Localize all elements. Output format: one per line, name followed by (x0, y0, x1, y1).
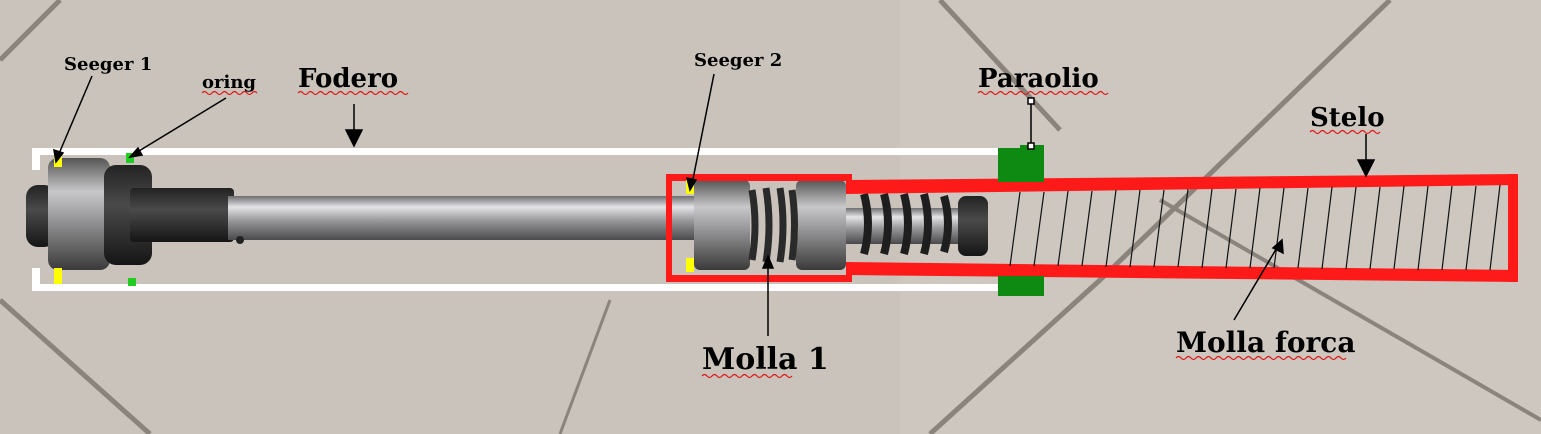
seeger-1-bottom (54, 268, 62, 284)
piston-block (796, 180, 846, 270)
label-molla-1: Molla 1 (702, 342, 829, 377)
spellcheck-underline (1309, 129, 1381, 135)
seeger-1-leader (57, 75, 93, 157)
label-fodero: Fodero (298, 64, 398, 94)
spellcheck-underline (1175, 355, 1347, 361)
oring-bottom (128, 278, 136, 286)
grout-line (1098, 0, 1392, 282)
oring-leader (133, 97, 227, 155)
rod-pin (236, 236, 244, 244)
seeger-2-bottom (686, 258, 694, 272)
leader-lines (53, 73, 1376, 336)
label-seeger-2: Seeger 2 (694, 50, 782, 71)
spring-1 (748, 187, 798, 263)
grout-line (938, 0, 1062, 132)
cartridge-assembly (26, 158, 988, 270)
top-puck (48, 158, 110, 270)
stelo-bottom-narrow (666, 275, 852, 282)
molla-forca-leader (1233, 245, 1279, 321)
label-oring: oring (202, 72, 256, 93)
label-seeger-1: Seeger 1 (64, 54, 152, 75)
label-paraolio: Paraolio (978, 64, 1099, 94)
spellcheck-underline (297, 90, 409, 96)
grout-line (558, 299, 612, 434)
seeger-2-arrowhead (685, 177, 698, 192)
damper-rod (228, 196, 698, 240)
grout-line (1158, 198, 1541, 422)
spellcheck-underline (201, 90, 258, 96)
stelo-top-narrow (666, 174, 852, 181)
molla-1-arrowhead (761, 254, 775, 269)
paraolio-leader-cap (1027, 97, 1035, 105)
grout-line (0, 298, 152, 434)
stelo-end-wall (666, 174, 672, 282)
paraolio-bottom (998, 276, 1044, 296)
fodero-bottom-wall (32, 284, 1020, 291)
fodero-outline (32, 148, 1020, 291)
piston-block (694, 180, 750, 270)
spellcheck-underline (977, 90, 1109, 96)
spring-2 (860, 192, 952, 256)
seeger-1-arrowhead (53, 148, 65, 164)
oring-arrowhead (128, 146, 144, 159)
molla-forca-arrowhead (1271, 238, 1284, 255)
grout-line (928, 278, 1102, 434)
fodero-end-top (32, 148, 40, 170)
oring-top (126, 153, 134, 163)
fodero-end-bottom (32, 268, 40, 291)
paraolio-seal (998, 145, 1044, 296)
fodero-top-wall (32, 148, 1020, 155)
shaft-collar (130, 188, 234, 242)
molla-forca-hatch (1009, 184, 1501, 271)
grout-line (0, 0, 62, 62)
paraolio-top (998, 148, 1044, 182)
stelo-right-end (1508, 174, 1518, 282)
fodero-arrowhead (344, 129, 364, 148)
stelo-bottom-wall (846, 262, 1518, 282)
spellcheck-underline (701, 373, 793, 379)
paraolio-leader-end (1027, 142, 1035, 150)
label-molla-forca: Molla forca (1176, 326, 1356, 359)
cartridge-end (958, 196, 988, 256)
stelo-arrowhead (1356, 159, 1376, 178)
label-stelo: Stelo (1310, 103, 1385, 133)
seeger-2-leader (691, 73, 715, 185)
